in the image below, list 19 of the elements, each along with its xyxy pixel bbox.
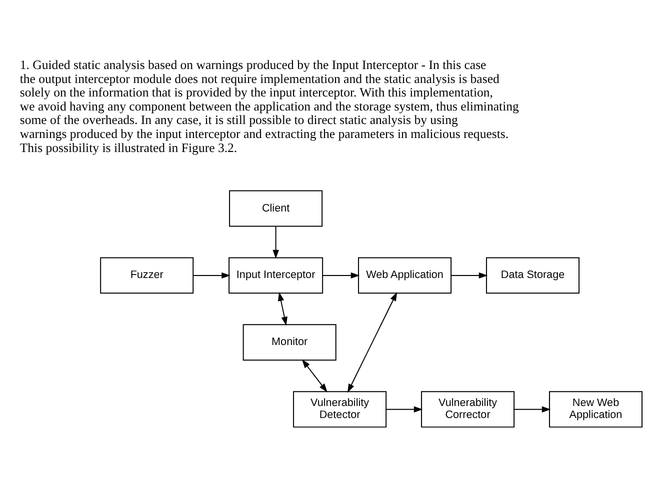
node-box: Input Interceptor [228, 257, 324, 294]
arrow [450, 272, 488, 279]
node-box: Web Application [358, 257, 452, 294]
arrow [192, 272, 230, 279]
arrow [302, 359, 328, 392]
label: 1. Guided static analysis based on warnings produced by the Input Interceptor - In this case the output interceptor module does not require implementation and the static analysis is based solely on the information that is provided by the input interceptor. With this implementation, we avoid having any component between the application and the storage system, thus eliminating some of the overheads. In any case, it is still possible to direct static analysis by using warnings produced by the input interceptor and extracting the parameters in malicious requests. This possibility is illustrated in Figure 3.2. [20, 58, 519, 155]
arrow [386, 406, 423, 412]
node-box: Vulnerability Detector [293, 391, 387, 428]
arrow [514, 406, 551, 412]
node-box: Data Storage [486, 257, 580, 294]
node-box: Monitor [242, 324, 336, 361]
node-box: New Web Application [549, 391, 643, 428]
node-box: Client [229, 190, 323, 227]
node-box: Fuzzer [100, 257, 194, 294]
arrow [322, 272, 360, 279]
node-box: Vulnerability Corrector [421, 391, 515, 428]
arrow [272, 226, 279, 259]
arrow [347, 292, 398, 393]
arrow [278, 292, 288, 326]
